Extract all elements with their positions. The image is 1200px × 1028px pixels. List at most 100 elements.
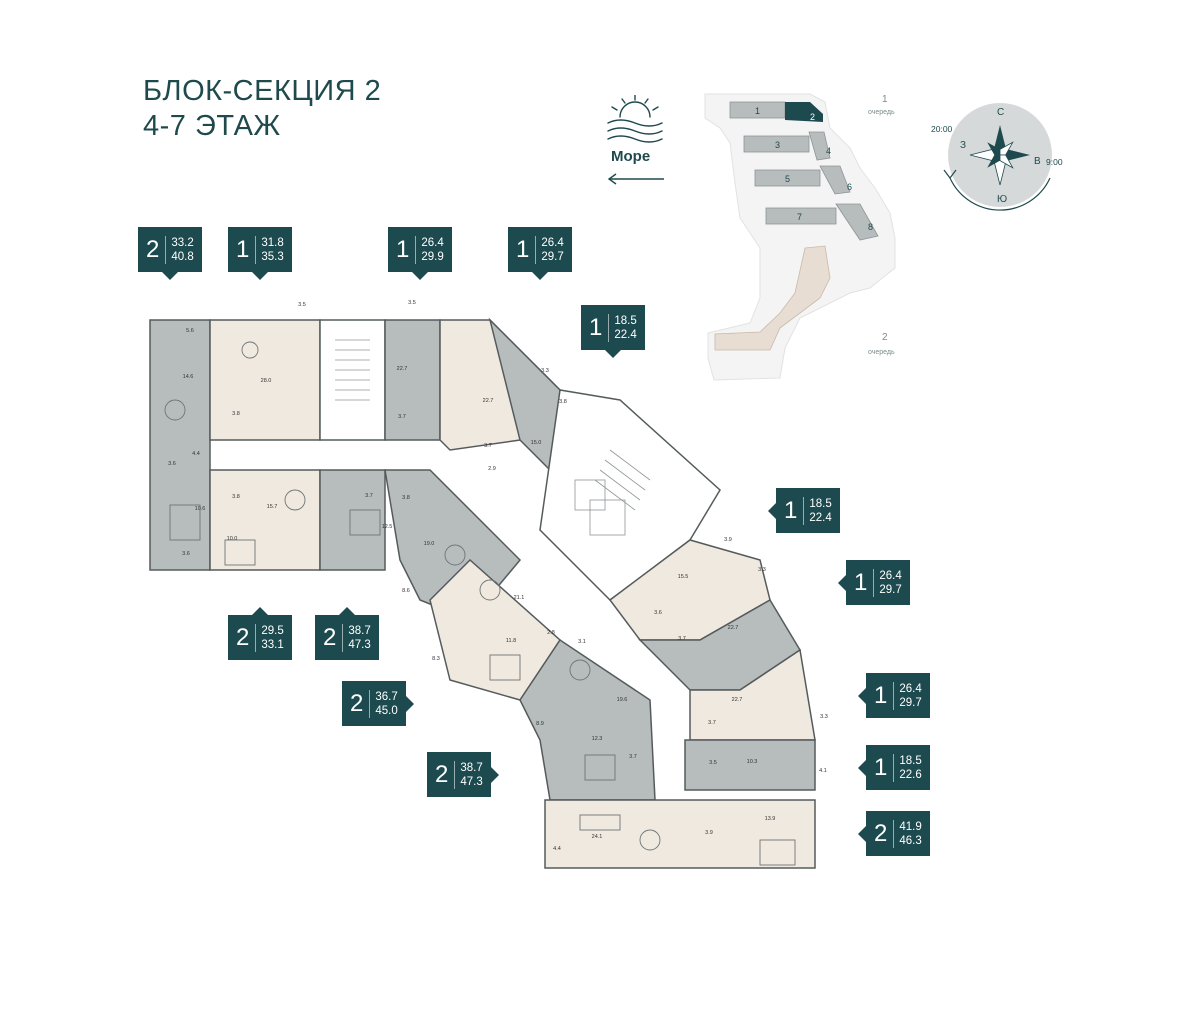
area-total: 31.8 [261,236,284,249]
area-total: 26.4 [541,236,564,249]
area-full: 29.7 [541,250,564,263]
room-area: 3.6 [168,461,176,467]
room-area: 24.1 [592,834,603,840]
rooms-count: 2 [874,819,888,847]
area-total: 18.5 [809,497,832,510]
area-full: 29.9 [421,250,444,263]
room-area: 12.5 [382,524,393,530]
room-area: 21.1 [514,595,525,601]
area-total: 29.5 [261,624,284,637]
apartment-2-38-left[interactable] [319,469,386,571]
room-area: 3.1 [578,639,586,645]
rooms-count: 1 [396,235,410,263]
room-area: 22.7 [483,398,494,404]
area-full: 29.7 [879,583,902,596]
area-total: 18.5 [614,314,637,327]
rooms-count: 1 [589,313,603,341]
apartment-1-26-lower[interactable] [689,648,816,741]
sunset-time: 20:00 [931,124,953,134]
room-area: 22.7 [728,625,739,631]
area-full: 22.4 [614,328,637,341]
rooms-count: 1 [874,753,888,781]
room-area: 3.5 [709,760,717,766]
room-area: 3.6 [654,610,662,616]
apartment-2-41[interactable] [544,799,816,869]
room-area: 19.6 [617,697,628,703]
room-area: 3.3 [820,714,828,720]
sun-over-waves-icon [607,95,663,143]
rooms-count: 1 [854,568,868,596]
room-area: 11.8 [506,638,516,644]
apartment-1-18-lower[interactable] [684,739,816,791]
rooms-count: 1 [516,235,530,263]
room-area: 22.7 [732,697,743,703]
room-area: 15.0 [531,440,542,446]
room-area: 3.7 [708,720,716,726]
compass-rose-icon: С Ю З В 20:00 9:00 [931,103,1063,211]
area-full: 35.3 [261,250,284,263]
compass-west: З [960,140,966,151]
queue-2-word: очередь [868,349,895,356]
apartment-1-26-top[interactable] [384,319,441,441]
area-full: 29.7 [899,696,922,709]
section-name: БЛОК-СЕКЦИЯ 2 [143,75,382,107]
rooms-count: 2 [350,689,364,717]
queue-2-number: 2 [882,332,888,343]
room-area: 3.8 [402,495,410,501]
room-area: 2.8 [547,630,555,636]
room-area: 4.4 [553,846,561,852]
queue-1-number: 1 [882,94,888,105]
section-label-3: 3 [775,140,780,150]
apartment-2-29[interactable] [209,469,321,571]
room-area: 3.8 [232,411,240,417]
area-full: 33.1 [261,638,284,651]
sunrise-time: 9:00 [1046,157,1063,167]
rooms-count: 1 [874,681,888,709]
area-full: 22.4 [809,511,832,524]
room-area: 3.8 [559,399,567,405]
room-area: 15.7 [267,504,278,510]
section-label-5: 5 [785,174,790,184]
area-full: 47.3 [460,775,483,788]
area-total: 26.4 [421,236,444,249]
apartment-2-33[interactable] [149,319,211,571]
room-area: 3.7 [398,414,406,420]
apartment-1-31[interactable] [209,319,321,441]
area-full: 47.3 [348,638,371,651]
section-label-7: 7 [797,212,802,222]
area-total: 38.7 [348,624,371,637]
area-total: 33.2 [171,236,194,249]
room-area: 8.6 [402,588,410,594]
section-title: БЛОК-СЕКЦИЯ 2 4-7 ЭТАЖ [143,74,381,144]
room-area: 3.3 [541,368,549,374]
section-label-6: 6 [847,182,852,192]
room-area: 3.3 [758,567,766,573]
rooms-count: 1 [236,235,250,263]
rooms-count: 1 [784,496,798,524]
room-area: 22.7 [397,366,408,372]
room-area: 8.9 [536,721,544,727]
